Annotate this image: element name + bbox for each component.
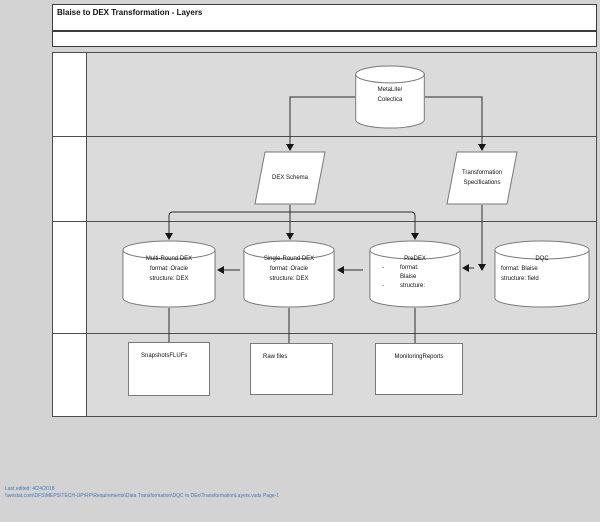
cylinder-icon [494, 240, 590, 308]
cylinder-icon [355, 65, 425, 129]
metalite-label-line2: Colectica [377, 97, 403, 103]
node-monitoring-reports: MonitoringReports [375, 343, 463, 395]
parallelogram-icon [446, 151, 518, 205]
predex-item-1: format: Blaise [400, 265, 419, 280]
predex-bullet-1: - [382, 265, 384, 271]
node-snapshots-flufs: SnapshotsFLUFs [128, 342, 210, 396]
single-round-title: Single-Round DEX [263, 256, 315, 262]
dqc-format: format: Blaise [501, 266, 538, 272]
page-title: Blaise to DEX Transformation - Layers [57, 8, 203, 17]
dqc-structure: structure: field [501, 276, 539, 282]
cylinder-icon [243, 240, 335, 308]
predex-title: PreDEX [404, 256, 426, 262]
node-dqc: DQC format: Blaise structure: field [494, 240, 590, 308]
diagram-title-bar: Blaise to DEX Transformation - Layers [52, 4, 597, 31]
raw-files-label: Raw files [263, 354, 288, 360]
footer-last-edited: Last edited: 4/24/2018 [5, 486, 55, 492]
lane-header-4 [52, 333, 87, 417]
cylinder-icon [369, 240, 461, 308]
predex-item-2: structure: [400, 283, 426, 289]
dex-schema-label: DEX Schema [271, 175, 308, 181]
node-dex-schema: DEX Schema [254, 151, 326, 205]
predex-bullet-2: - [382, 283, 384, 289]
multi-round-structure: structure: DEX [149, 276, 189, 282]
footer-info: Last edited: 4/24/2018 \\westat.com\DFS\… [5, 486, 565, 500]
metalite-label-line1: MetaLite/ [377, 87, 403, 93]
multi-round-title: Multi-Round DEX [145, 256, 193, 262]
node-multi-round-dex: Multi-Round DEX format: Oracle structure… [122, 240, 216, 308]
snapshots-label: SnapshotsFLUFs [141, 353, 188, 359]
single-round-structure: structure: DEX [269, 276, 309, 282]
lane-body-1 [86, 52, 597, 137]
trans-spec-label: Transformation Specifications [461, 170, 503, 186]
monitoring-label: MonitoringReports [394, 354, 444, 360]
node-predex: PreDEX - format: Blaise - structure: [369, 240, 461, 308]
lane-header-2 [52, 136, 87, 222]
node-transformation-specifications: Transformation Specifications [446, 151, 518, 205]
lane-header-1 [52, 52, 87, 137]
footer-file-path: \\westat.com\DFS\MEPS\TECH-UP\RP\Require… [5, 493, 280, 499]
lane-body-2 [86, 136, 597, 222]
parallelogram-icon [254, 151, 326, 205]
node-metalite-colectica: MetaLite/ Colectica [355, 65, 425, 129]
cylinder-icon [122, 240, 216, 308]
multi-round-format: format: Oracle [149, 266, 188, 272]
lane-header-3 [52, 221, 87, 334]
subtitle-band [52, 31, 597, 47]
dqc-title: DQC [535, 256, 549, 262]
single-round-format: format: Oracle [269, 266, 308, 272]
node-raw-files: Raw files [250, 343, 333, 395]
node-single-round-dex: Single-Round DEX format: Oracle structur… [243, 240, 335, 308]
